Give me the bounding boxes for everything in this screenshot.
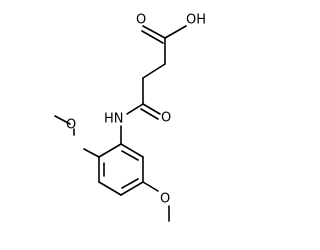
carboxyl-double-bond-b bbox=[141, 30, 164, 44]
methoxy-oxygen-1-label: O bbox=[66, 118, 76, 133]
ring-bond-1 bbox=[120, 143, 144, 158]
amide-oxygen-label: O bbox=[161, 111, 171, 126]
amide-cn-bond bbox=[126, 103, 144, 115]
methoxy-oxygen-2-label: O bbox=[160, 192, 170, 207]
carboxyl-oxygen-label: O bbox=[136, 13, 146, 28]
methoxy-1-methyl-bond bbox=[54, 115, 71, 125]
benzene-ring-bonds bbox=[98, 143, 144, 196]
chemical-structure-diagram: O OH HN O O O bbox=[54, 13, 206, 222]
amide-double-bond-a bbox=[142, 103, 161, 115]
hydroxyl-label: OH bbox=[186, 13, 206, 28]
carboxyl-oh-bond bbox=[164, 25, 187, 39]
methoxy-bonds bbox=[54, 115, 170, 222]
atom-labels: O OH HN O O O bbox=[66, 13, 206, 207]
acid-chain-bonds bbox=[120, 25, 187, 145]
chain-bond-2 bbox=[142, 63, 166, 79]
ring-bond-6 bbox=[98, 143, 122, 158]
ring-bond-3 bbox=[120, 181, 144, 196]
ring-bond-4 bbox=[98, 181, 122, 196]
amide-nitrogen-label: HN bbox=[104, 112, 124, 127]
ring-inner-bond-b bbox=[121, 178, 139, 189]
ring-inner-bond-a bbox=[121, 150, 139, 161]
amide-double-bond-b bbox=[140, 108, 159, 120]
methoxy-1-ring-bond bbox=[83, 148, 100, 158]
methoxy-2-ring-bond bbox=[142, 181, 159, 192]
carboxyl-double-bond-a bbox=[142, 25, 166, 39]
